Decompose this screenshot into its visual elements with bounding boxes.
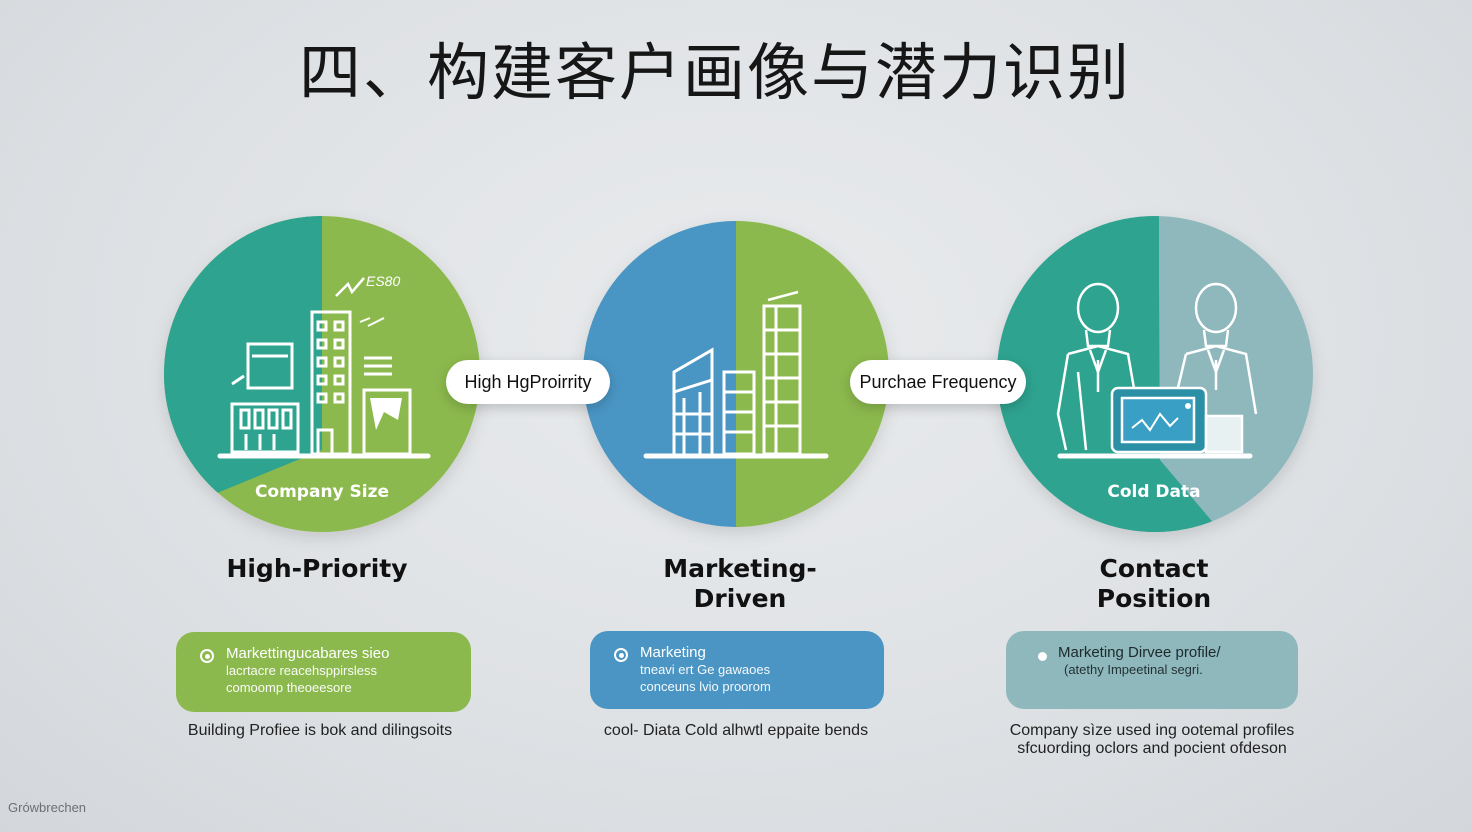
- footer-watermark: Grówbrechen: [8, 800, 87, 815]
- circle-marketing: [583, 221, 889, 527]
- info-box-contact-position: Marketing Dirvee profile/ (atethy Impeet…: [1006, 631, 1298, 709]
- bullet-icon: [1038, 652, 1047, 661]
- circle-label-company-size: Company Size: [254, 482, 390, 502]
- info-line: Marketing Dirvee profile/: [1058, 644, 1221, 661]
- connector-high-priority: High HgProirrity: [446, 360, 610, 404]
- info-line: Marketing: [640, 644, 706, 661]
- bar-chart-buildings-icon: [643, 290, 829, 459]
- caption-contact-position: Company sìze used ing ootemal profiles s…: [1009, 722, 1295, 757]
- growth-annotation: ES80: [366, 273, 400, 289]
- two-people-laptop-icon: [1056, 282, 1258, 459]
- caption-marketing-driven: cool- Diata Cold alhwtl eppaite bends: [603, 722, 869, 739]
- bullet-icon: [200, 649, 214, 663]
- circle-company-size: [164, 216, 480, 532]
- connector-purchase-frequency: Purchae Frequency: [850, 360, 1026, 404]
- info-line: Markettingucabares sieo: [226, 645, 390, 662]
- info-line: tneavi ert Ge gawaoes: [640, 662, 771, 677]
- info-line: conceuns lvio proorom: [640, 679, 771, 694]
- heading-high-priority: High-Priority: [226, 554, 408, 583]
- circle-label-cold-data: Cold Data: [1107, 482, 1201, 502]
- caption-high-priority: Building Profiee is bok and dilingsoits: [187, 722, 453, 739]
- info-line: (atethy Impeetinal segri.: [1064, 662, 1203, 677]
- heading-marketing-driven: Marketing- Driven: [663, 554, 817, 613]
- buildings-growth-icon: [217, 277, 431, 459]
- info-line: lacrtacre reacehsppirsless: [226, 663, 378, 678]
- page-title: 四、构建客户画像与潜力识别: [298, 36, 1131, 109]
- info-line: comoomp theoeesore: [226, 680, 352, 695]
- heading-contact-position: Contact Position: [1096, 554, 1212, 613]
- info-box-high-priority: Markettingucabares sieo lacrtacre reaceh…: [176, 632, 471, 712]
- info-box-marketing-driven: Marketing tneavi ert Ge gawaoes conceuns…: [590, 631, 884, 709]
- bullet-icon: [614, 648, 628, 662]
- circle-contact: [997, 216, 1313, 532]
